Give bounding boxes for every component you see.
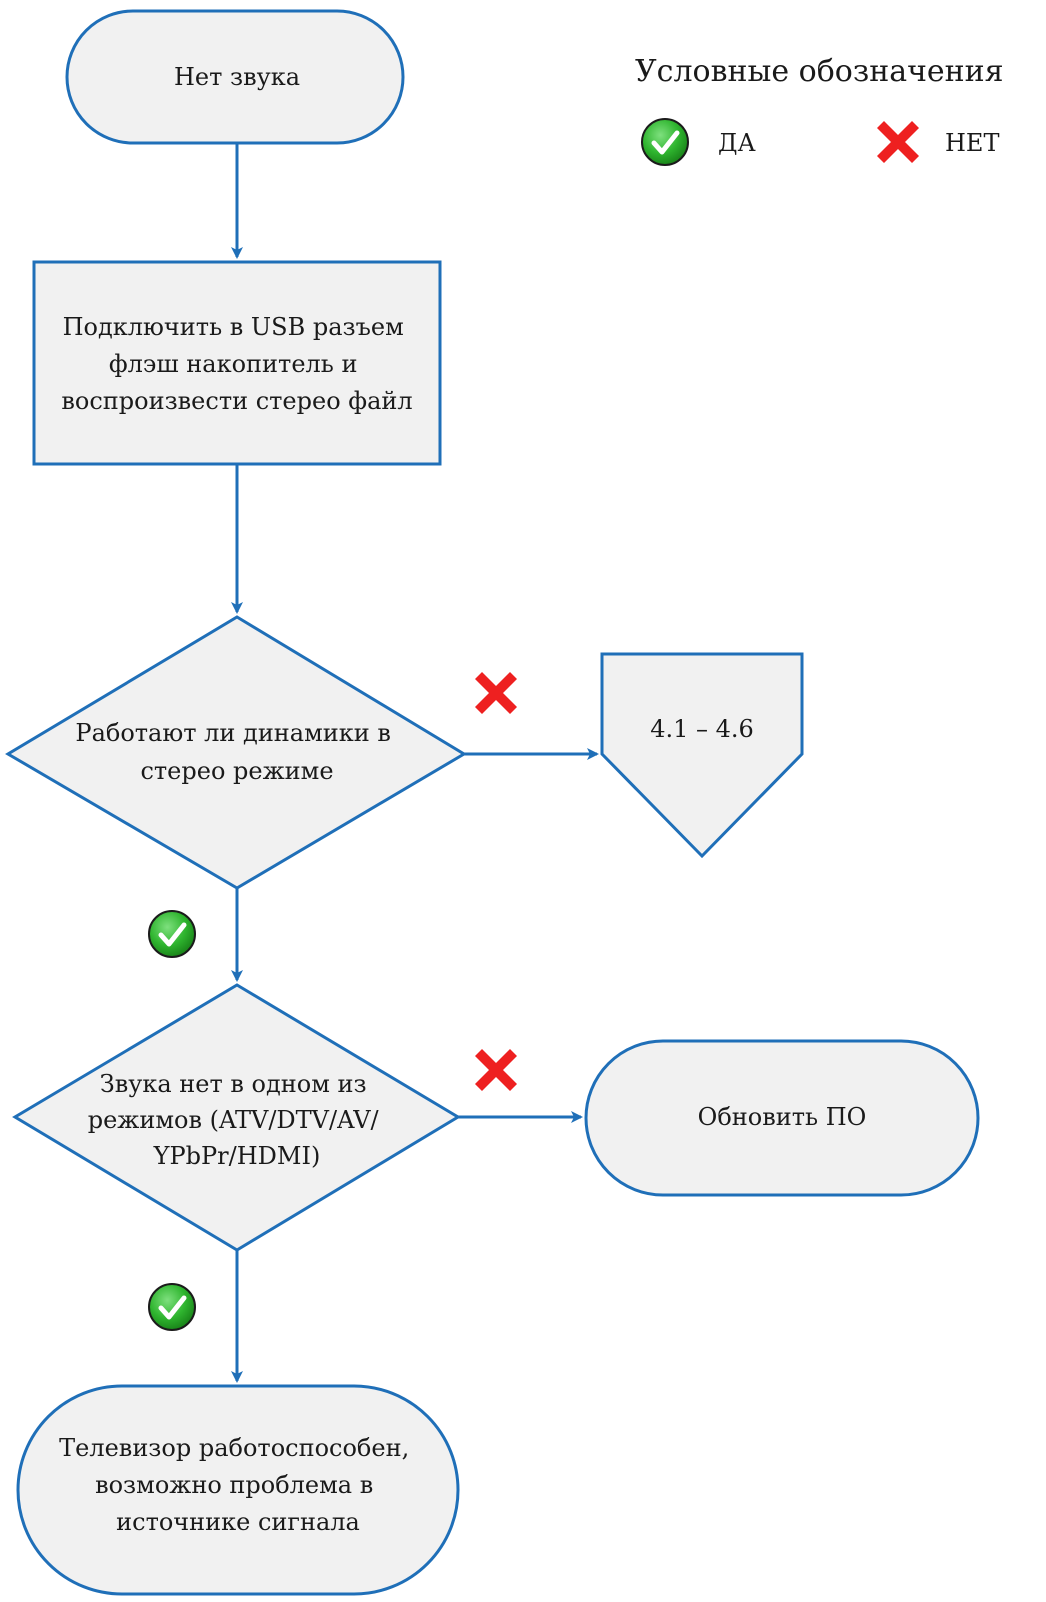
check-circle-icon — [149, 1284, 195, 1330]
node-decision-speakers: Работают ли динамики в стерео режиме — [5, 615, 467, 890]
svg-text:Работают ли динамики в с: Работают ли динамики в стерео режиме — [75, 719, 398, 785]
legend: Условные обозначения ДА НЕТ — [635, 54, 1004, 165]
node-tv-ok-line-2: возможно проблема в — [95, 1471, 373, 1499]
svg-text:4.1 – 4.6: 4.1 – 4.6 — [650, 715, 754, 743]
svg-text:ДА: ДА — [718, 129, 756, 157]
svg-text:Подключить в USB разъем: Подключить в USB разъем флэш накопитель … — [61, 313, 412, 415]
node-decision-speakers-line-2: стерео режиме — [140, 757, 333, 785]
node-offpage-ref: 4.1 – 4.6 — [600, 652, 804, 859]
node-tv-ok-line-3: источнике сигнала — [116, 1508, 360, 1536]
node-tv-ok: Телевизор работоспособен, возможно пробл… — [16, 1384, 460, 1596]
cross-icon — [475, 672, 517, 714]
node-decision-modes-line-3: YPbPr/HDMI) — [153, 1142, 321, 1170]
node-offpage-ref-text: 4.1 – 4.6 — [650, 715, 754, 743]
connectors — [231, 143, 599, 1383]
legend-yes-label: ДА — [718, 129, 756, 157]
cross-icon — [475, 1049, 517, 1091]
node-start: Нет звука — [65, 9, 405, 145]
node-start-text: Нет звука — [174, 63, 300, 91]
legend-no-label: НЕТ — [945, 129, 999, 157]
svg-text:Обновить ПО: Обновить ПО — [698, 1103, 867, 1131]
node-connect-usb-line-3: воспроизвести стерео файл — [61, 387, 412, 415]
node-decision-speakers-line-1: Работают ли динамики в — [75, 719, 391, 747]
node-decision-modes: Звука нет в одном из режимов (ATV/DTV/AV… — [12, 983, 461, 1252]
cross-icon — [877, 121, 919, 163]
check-circle-icon — [642, 119, 688, 165]
node-decision-modes-line-1: Звука нет в одном из — [100, 1070, 367, 1098]
node-connect-usb-line-2: флэш накопитель и — [109, 350, 358, 378]
node-connect-usb: Подключить в USB разъем флэш накопитель … — [32, 260, 442, 466]
svg-text:НЕТ: НЕТ — [945, 129, 999, 157]
node-update-fw: Обновить ПО — [584, 1039, 980, 1197]
node-update-fw-text: Обновить ПО — [698, 1103, 867, 1131]
node-decision-modes-line-2: режимов (ATV/DTV/AV/ — [88, 1106, 380, 1134]
svg-text:Телевизор работоспособен,: Телевизор работоспособен, возможно пробл… — [59, 1434, 417, 1536]
node-connect-usb-line-1: Подключить в USB разъем — [63, 313, 404, 341]
legend-title: Условные обозначения — [635, 54, 1004, 89]
svg-text:Звука нет в одном из реж: Звука нет в одном из режимов (ATV/DTV/AV… — [88, 1070, 387, 1170]
check-circle-icon — [149, 911, 195, 957]
node-tv-ok-line-1: Телевизор работоспособен, — [59, 1434, 409, 1462]
svg-text:Нет звука: Нет звука — [174, 63, 300, 91]
svg-text:Условные обозначения: Условные обозначения — [635, 54, 1004, 89]
